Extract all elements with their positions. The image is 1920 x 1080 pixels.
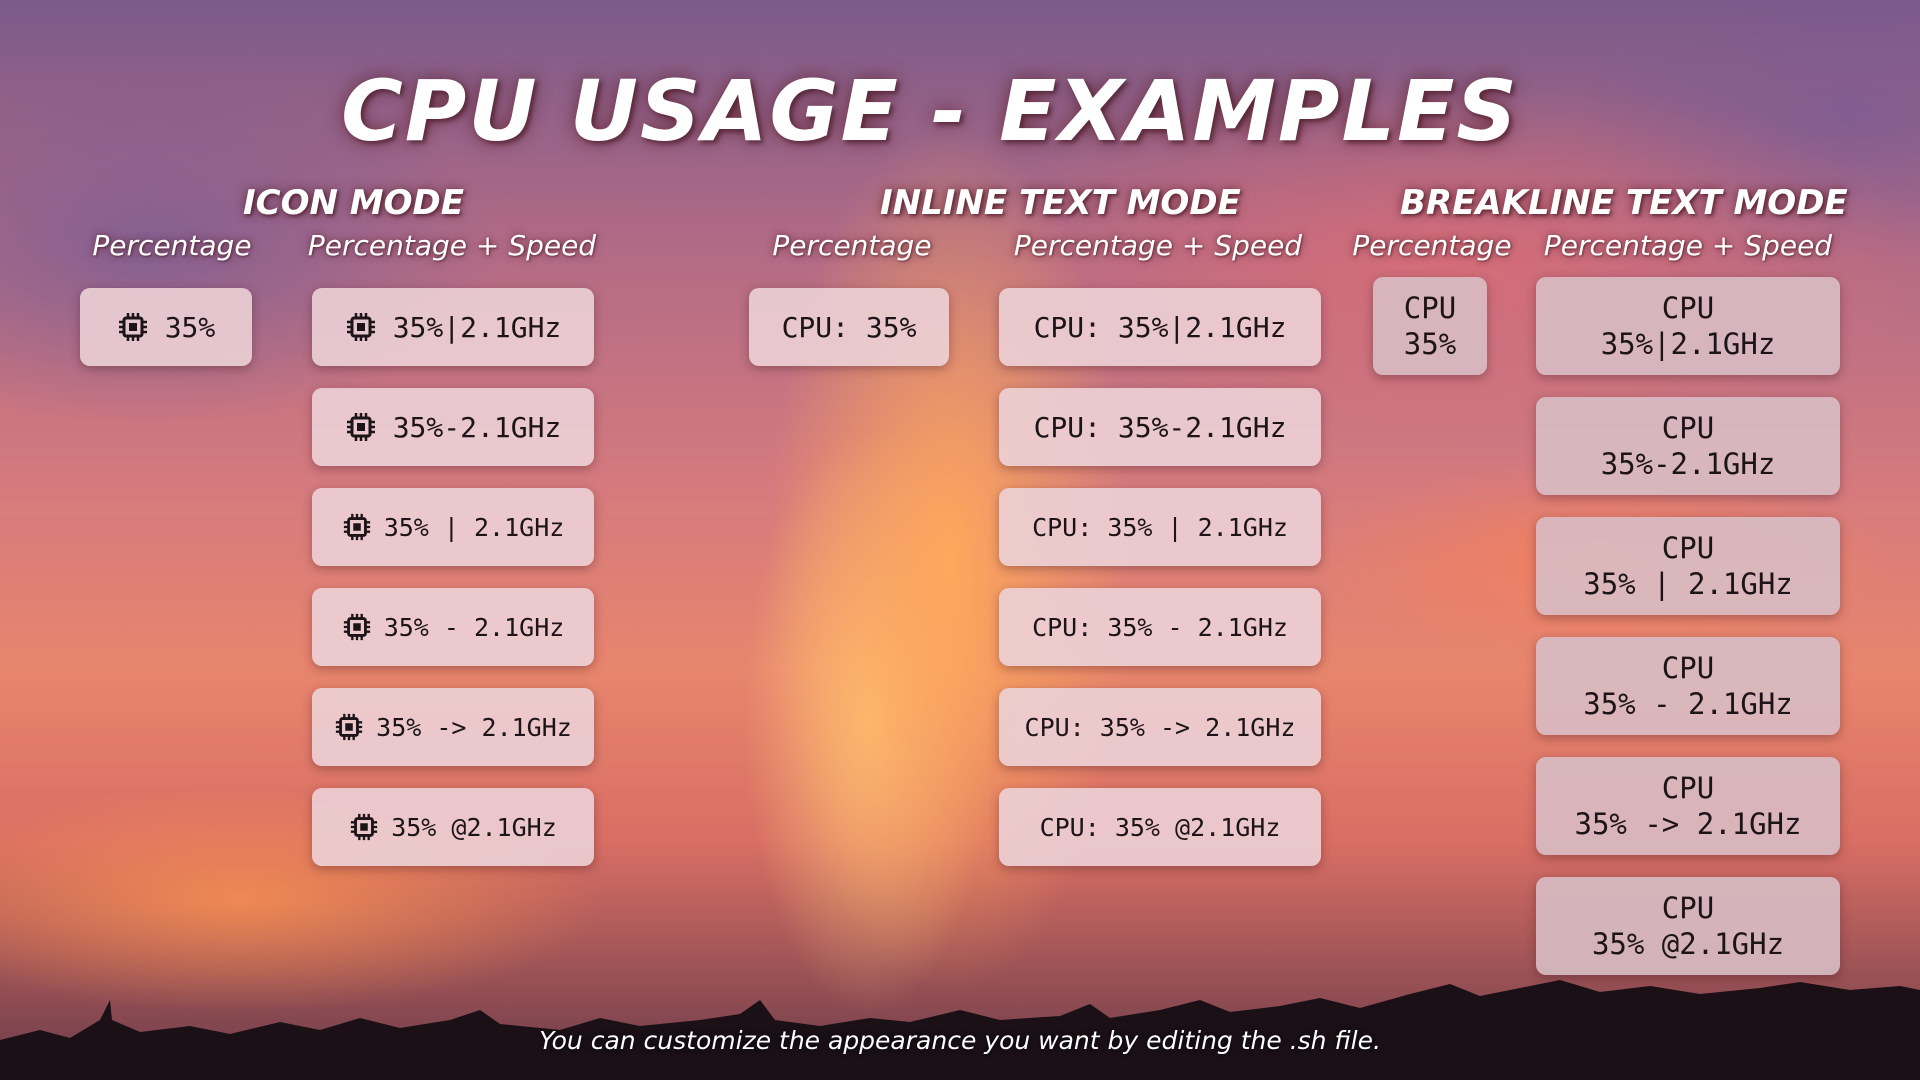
inline-percentage-example: CPU: 35% — [749, 288, 949, 366]
example-line-1: CPU — [1661, 891, 1715, 925]
example-text: CPU: 35% - 2.1GHz — [1032, 612, 1288, 642]
cpu-chip-icon — [118, 313, 147, 341]
example-text: CPU: 35%|2.1GHz — [1033, 310, 1287, 344]
cpu-chip-icon — [343, 613, 370, 641]
example-line-2: 35% - 2.1GHz — [1583, 687, 1793, 721]
example-line-1: CPU — [1661, 531, 1715, 565]
cpu-chip-icon — [343, 513, 370, 541]
icon-speed-example: 35% - 2.1GHz — [312, 588, 594, 666]
breakline-speed-example: CPU 35%-2.1GHz — [1536, 397, 1840, 495]
example-text: 35% | 2.1GHz — [383, 512, 565, 542]
icon-speed-example: 35% @2.1GHz — [312, 788, 594, 866]
example-line-2: 35% — [1403, 327, 1457, 361]
inline-percentage-label: Percentage — [772, 229, 932, 262]
inline-speed-example: CPU: 35% @2.1GHz — [999, 788, 1321, 866]
inline-speed-example: CPU: 35% -> 2.1GHz — [999, 688, 1321, 766]
breakline-speed-example: CPU 35% - 2.1GHz — [1536, 637, 1840, 735]
example-line-2: 35% @2.1GHz — [1591, 927, 1785, 961]
example-line-1: CPU — [1661, 651, 1715, 685]
example-line-2: 35%-2.1GHz — [1600, 447, 1776, 481]
breakline-speed-example: CPU 35% -> 2.1GHz — [1536, 757, 1840, 855]
page-title: CPU USAGE - EXAMPLES — [341, 62, 1519, 160]
icon-percentage-label: Percentage — [92, 229, 252, 262]
inline-speed-example: CPU: 35% | 2.1GHz — [999, 488, 1321, 566]
example-line-1: CPU — [1661, 291, 1715, 325]
footer-note: You can customize the appearance you wan… — [539, 1026, 1381, 1055]
breakline-speed-example: CPU 35% @2.1GHz — [1536, 877, 1840, 975]
example-text: 35% -> 2.1GHz — [376, 712, 572, 742]
example-text: CPU: 35% | 2.1GHz — [1032, 512, 1288, 542]
example-text: CPU: 35%-2.1GHz — [1033, 410, 1287, 444]
inline-speed-example: CPU: 35%|2.1GHz — [999, 288, 1321, 366]
example-text: CPU: 35% @2.1GHz — [1039, 812, 1281, 842]
icon-speed-example: 35%-2.1GHz — [312, 388, 594, 466]
example-line-1: CPU — [1403, 291, 1457, 325]
example-line-2: 35% -> 2.1GHz — [1574, 807, 1802, 841]
breakline-percentage-label: Percentage — [1352, 229, 1512, 262]
example-text: CPU: 35% — [781, 310, 917, 344]
cpu-chip-icon — [336, 713, 363, 741]
example-line-2: 35%|2.1GHz — [1600, 327, 1776, 361]
icon-speed-example: 35% -> 2.1GHz — [312, 688, 594, 766]
breakline-speed-label: Percentage + Speed — [1543, 229, 1833, 262]
example-line-1: CPU — [1661, 411, 1715, 445]
cpu-chip-icon — [351, 813, 378, 841]
example-text: 35% — [164, 310, 216, 344]
breakline-speed-example: CPU 35%|2.1GHz — [1536, 277, 1840, 375]
breakline-text-mode-title: BREAKLINE TEXT MODE — [1400, 183, 1848, 223]
example-text: 35% - 2.1GHz — [383, 612, 565, 642]
town-skyline-silhouette — [0, 980, 1920, 1080]
icon-speed-example: 35% | 2.1GHz — [312, 488, 594, 566]
cpu-chip-icon — [346, 413, 375, 441]
icon-speed-label: Percentage + Speed — [307, 229, 597, 262]
example-line-1: CPU — [1661, 771, 1715, 805]
example-text: 35%-2.1GHz — [392, 410, 562, 444]
example-text: CPU: 35% -> 2.1GHz — [1024, 712, 1296, 742]
breakline-speed-example: CPU 35% | 2.1GHz — [1536, 517, 1840, 615]
icon-speed-example: 35%|2.1GHz — [312, 288, 594, 366]
cpu-chip-icon — [346, 313, 375, 341]
inline-speed-example: CPU: 35% - 2.1GHz — [999, 588, 1321, 666]
example-line-2: 35% | 2.1GHz — [1583, 567, 1793, 601]
inline-speed-label: Percentage + Speed — [1013, 229, 1303, 262]
breakline-percentage-example: CPU 35% — [1373, 277, 1487, 375]
icon-percentage-example: 35% — [80, 288, 252, 366]
inline-text-mode-title: INLINE TEXT MODE — [880, 183, 1241, 223]
icon-mode-title: ICON MODE — [243, 183, 464, 223]
inline-speed-example: CPU: 35%-2.1GHz — [999, 388, 1321, 466]
example-text: 35% @2.1GHz — [391, 812, 557, 842]
example-text: 35%|2.1GHz — [392, 310, 562, 344]
